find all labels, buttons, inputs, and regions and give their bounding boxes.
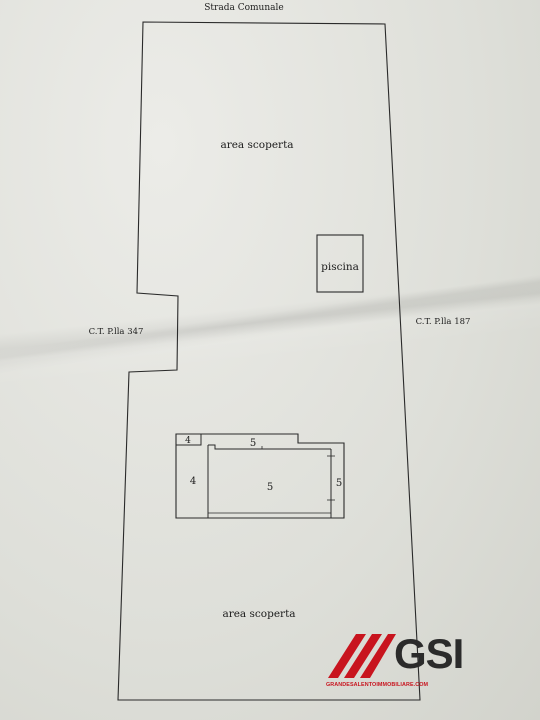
parcel-left-label: C.T. P.lla 347	[89, 327, 144, 337]
room-number: 5	[267, 482, 273, 493]
room-number: 5	[250, 438, 256, 449]
gsi-logo: GSI GRANDESALENTOIMMOBILIARE.COM	[326, 630, 476, 694]
room-number: 4	[190, 476, 196, 487]
logo-tagline: GRANDESALENTOIMMOBILIARE.COM	[326, 682, 429, 688]
room-small-outline	[176, 434, 202, 446]
site-boundary	[117, 21, 421, 701]
pool-outline	[316, 234, 364, 293]
building: 4 5 4 5 5	[175, 433, 345, 519]
parcel-right-label: C.T. P.lla 187	[416, 317, 471, 327]
road-label: Strada Comunale	[204, 3, 283, 13]
area-bottom-label: area scoperta	[222, 608, 295, 620]
logo-wordmark: GSI	[394, 630, 464, 677]
wall-inner-top	[208, 444, 331, 450]
area-top-label: area scoperta	[220, 139, 293, 151]
building-outline	[175, 433, 345, 519]
room-number: 4	[185, 436, 191, 446]
pool-label: piscina	[321, 261, 359, 273]
logo-slash-mark-icon	[328, 634, 396, 678]
room-number: 5	[336, 478, 342, 489]
